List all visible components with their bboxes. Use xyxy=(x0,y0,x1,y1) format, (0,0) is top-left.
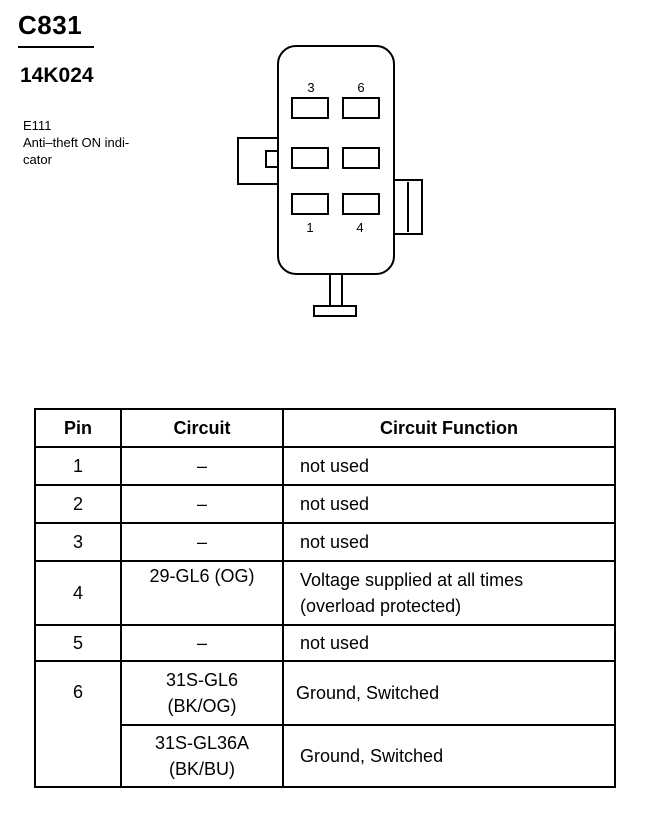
cavity-label-3: 3 xyxy=(307,80,314,95)
function-cell: not used xyxy=(282,522,616,562)
table-row: 6 31S-GL6 (BK/OG) Ground, Switched xyxy=(34,660,616,788)
cavity-4 xyxy=(342,193,380,215)
circuit-line: 31S-GL6 xyxy=(165,670,239,690)
header-circuit: Circuit xyxy=(120,408,284,448)
function-cell: Ground, Switched xyxy=(282,660,616,726)
circuit-line: (BK/BU) xyxy=(168,759,235,779)
function-cell: not used xyxy=(282,484,616,524)
circuit-cell: – xyxy=(120,484,284,524)
title-underline xyxy=(18,46,94,48)
connector-id: C831 xyxy=(18,10,83,40)
circuit-cell: – xyxy=(120,522,284,562)
circuit-cell: – xyxy=(120,624,284,662)
circuit-line: (BK/OG) xyxy=(167,696,237,716)
circuit-cell: – xyxy=(120,446,284,486)
table-header-row: Pin Circuit Circuit Function xyxy=(34,408,616,448)
function-line: Voltage supplied at all times xyxy=(300,570,524,590)
table-row: 2 – not used xyxy=(34,484,616,524)
pin-cell: 2 xyxy=(34,484,122,524)
header-pin: Pin xyxy=(34,408,122,448)
cavity-label-6: 6 xyxy=(357,80,364,95)
description-line-2: Anti–theft ON indi- xyxy=(23,135,130,150)
function-cell: Voltage supplied at all times (overload … xyxy=(282,560,616,626)
terminal-post xyxy=(329,269,343,307)
circuit-line: 31S-GL36A xyxy=(154,733,250,753)
cavity-1 xyxy=(291,193,329,215)
pin-cell: 5 xyxy=(34,624,122,662)
cavity-label-4: 4 xyxy=(356,220,363,235)
left-latch-tab xyxy=(265,150,279,168)
cavity-2 xyxy=(291,147,329,169)
cavity-5 xyxy=(342,147,380,169)
function-cell: Ground, Switched xyxy=(282,724,616,788)
table-row: 3 – not used xyxy=(34,522,616,562)
cavity-label-1: 1 xyxy=(306,220,313,235)
connector-face-diagram: 3 6 1 4 xyxy=(237,45,423,317)
connector-description: E111 Anti–theft ON indi- cator xyxy=(23,117,129,168)
terminal-foot xyxy=(313,305,357,317)
pin-cell: 1 xyxy=(34,446,122,486)
circuit-cell: 31S-GL36A (BK/BU) xyxy=(120,724,284,788)
cavity-3 xyxy=(291,97,329,119)
description-line-1: E111 xyxy=(23,118,52,133)
header-function: Circuit Function xyxy=(282,408,616,448)
table-row: 4 29-GL6 (OG) Voltage supplied at all ti… xyxy=(34,560,616,626)
pin-cell: 4 xyxy=(34,560,122,626)
circuit-cell: 29-GL6 (OG) xyxy=(120,560,284,626)
function-line: (overload protected) xyxy=(300,596,462,616)
table-row: 5 – not used xyxy=(34,624,616,662)
part-number: 14K024 xyxy=(20,64,94,87)
pin-cell: 6 xyxy=(34,660,122,788)
pinout-table: Pin Circuit Circuit Function 1 – not use… xyxy=(34,408,616,788)
description-line-3: cator xyxy=(23,152,52,167)
circuit-cell: 31S-GL6 (BK/OG) xyxy=(120,660,284,726)
cavity-6 xyxy=(342,97,380,119)
table-row: 1 – not used xyxy=(34,446,616,486)
left-latch xyxy=(237,137,281,185)
table-row: 31S-GL36A (BK/BU) Ground, Switched xyxy=(35,724,616,788)
function-cell: not used xyxy=(282,624,616,662)
connector-body xyxy=(277,45,395,275)
function-cell: not used xyxy=(282,446,616,486)
pin-cell: 3 xyxy=(34,522,122,562)
